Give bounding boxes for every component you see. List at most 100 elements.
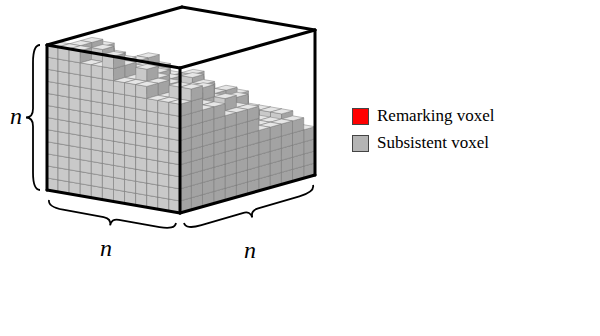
voxel-face <box>91 137 102 151</box>
dimension-brackets <box>26 45 313 228</box>
voxel-face <box>91 65 102 79</box>
voxel-face <box>102 115 113 129</box>
voxel-face <box>147 99 158 113</box>
voxel-face <box>169 175 180 189</box>
voxel-face <box>125 83 136 97</box>
voxel-face <box>169 127 180 141</box>
voxel-face <box>80 99 91 113</box>
subsistent-voxel <box>180 84 202 101</box>
voxel-face <box>158 113 169 127</box>
dimension-brace <box>26 45 40 190</box>
voxel-face <box>158 185 169 199</box>
voxel-face <box>147 171 158 185</box>
voxel-face <box>91 113 102 127</box>
voxel-face <box>125 143 136 157</box>
voxel-face <box>136 85 147 99</box>
voxel-face <box>125 119 136 133</box>
voxel-face <box>58 95 69 109</box>
dimension-brace <box>49 200 176 228</box>
cube-edge <box>182 7 315 30</box>
dimension-label: n <box>244 238 256 262</box>
voxel-face <box>136 169 147 183</box>
voxel-face <box>91 125 102 139</box>
voxel-face <box>114 153 125 167</box>
voxel-face <box>69 61 80 75</box>
voxel-face <box>125 179 136 193</box>
voxel-face <box>136 121 147 135</box>
voxel-face <box>136 133 147 147</box>
cube-edge <box>314 30 317 175</box>
voxel-face <box>69 73 80 87</box>
voxel-face <box>158 137 169 151</box>
voxel-face <box>102 67 113 81</box>
voxel-face <box>114 117 125 131</box>
voxel-face <box>181 73 203 78</box>
voxel-face <box>91 161 102 175</box>
cube-edge <box>47 45 180 68</box>
voxel-face <box>47 166 58 180</box>
voxel-face <box>69 109 80 123</box>
voxel-face <box>47 93 58 107</box>
voxel-face <box>69 170 80 184</box>
cube-edge <box>180 30 315 68</box>
voxel-face <box>80 75 91 89</box>
voxel-face <box>58 132 69 146</box>
voxel-face <box>102 163 113 177</box>
voxel-face <box>114 177 125 191</box>
voxel-face <box>58 71 69 85</box>
voxel-face <box>147 123 158 137</box>
voxel-face <box>58 168 69 182</box>
voxel-face <box>47 118 58 132</box>
voxel-face <box>69 85 80 99</box>
voxel-face <box>136 109 147 123</box>
voxel-face <box>69 158 80 172</box>
dimension-label: n <box>100 236 112 260</box>
voxel-face <box>214 94 236 99</box>
dimension-brace <box>184 185 313 227</box>
voxel-face <box>158 149 169 163</box>
voxel-face <box>102 79 113 93</box>
voxel-face <box>136 67 147 81</box>
voxel-face <box>125 95 136 109</box>
voxel-face <box>47 81 58 95</box>
voxel-face <box>80 63 91 77</box>
voxel-face <box>102 151 113 165</box>
voxel-face <box>158 173 169 187</box>
voxel-face <box>58 156 69 170</box>
voxel-face <box>47 69 58 83</box>
voxel-face <box>80 172 91 186</box>
voxel-face <box>125 107 136 121</box>
voxel-face <box>80 87 91 101</box>
voxel-face <box>102 127 113 141</box>
voxel-face <box>147 111 158 125</box>
voxel-face <box>169 102 180 116</box>
voxel-face <box>47 154 58 168</box>
voxel-face <box>58 144 69 158</box>
voxel-face <box>114 105 125 119</box>
voxel-face <box>180 87 191 101</box>
voxel-face <box>69 146 80 160</box>
voxel-face <box>91 149 102 163</box>
voxel-face <box>58 119 69 133</box>
voxel-face <box>114 129 125 143</box>
voxel-face <box>136 81 158 86</box>
cube-edge <box>46 45 49 190</box>
voxel-face <box>125 131 136 145</box>
voxel-face <box>125 155 136 169</box>
voxel-grid <box>47 37 315 213</box>
voxel-face <box>91 77 102 91</box>
dimension-label: n <box>10 104 22 128</box>
voxel-face <box>147 183 158 197</box>
voxel-face <box>114 165 125 179</box>
voxel-face <box>114 141 125 155</box>
voxel-face <box>147 159 158 173</box>
subsistent-voxel <box>136 64 158 81</box>
cube-outline <box>47 7 315 213</box>
voxel-face <box>92 44 114 49</box>
voxel-face <box>102 91 113 105</box>
voxel-face <box>158 161 169 175</box>
voxel-face <box>147 147 158 161</box>
voxel-face <box>91 174 102 188</box>
voxel-face <box>125 167 136 181</box>
